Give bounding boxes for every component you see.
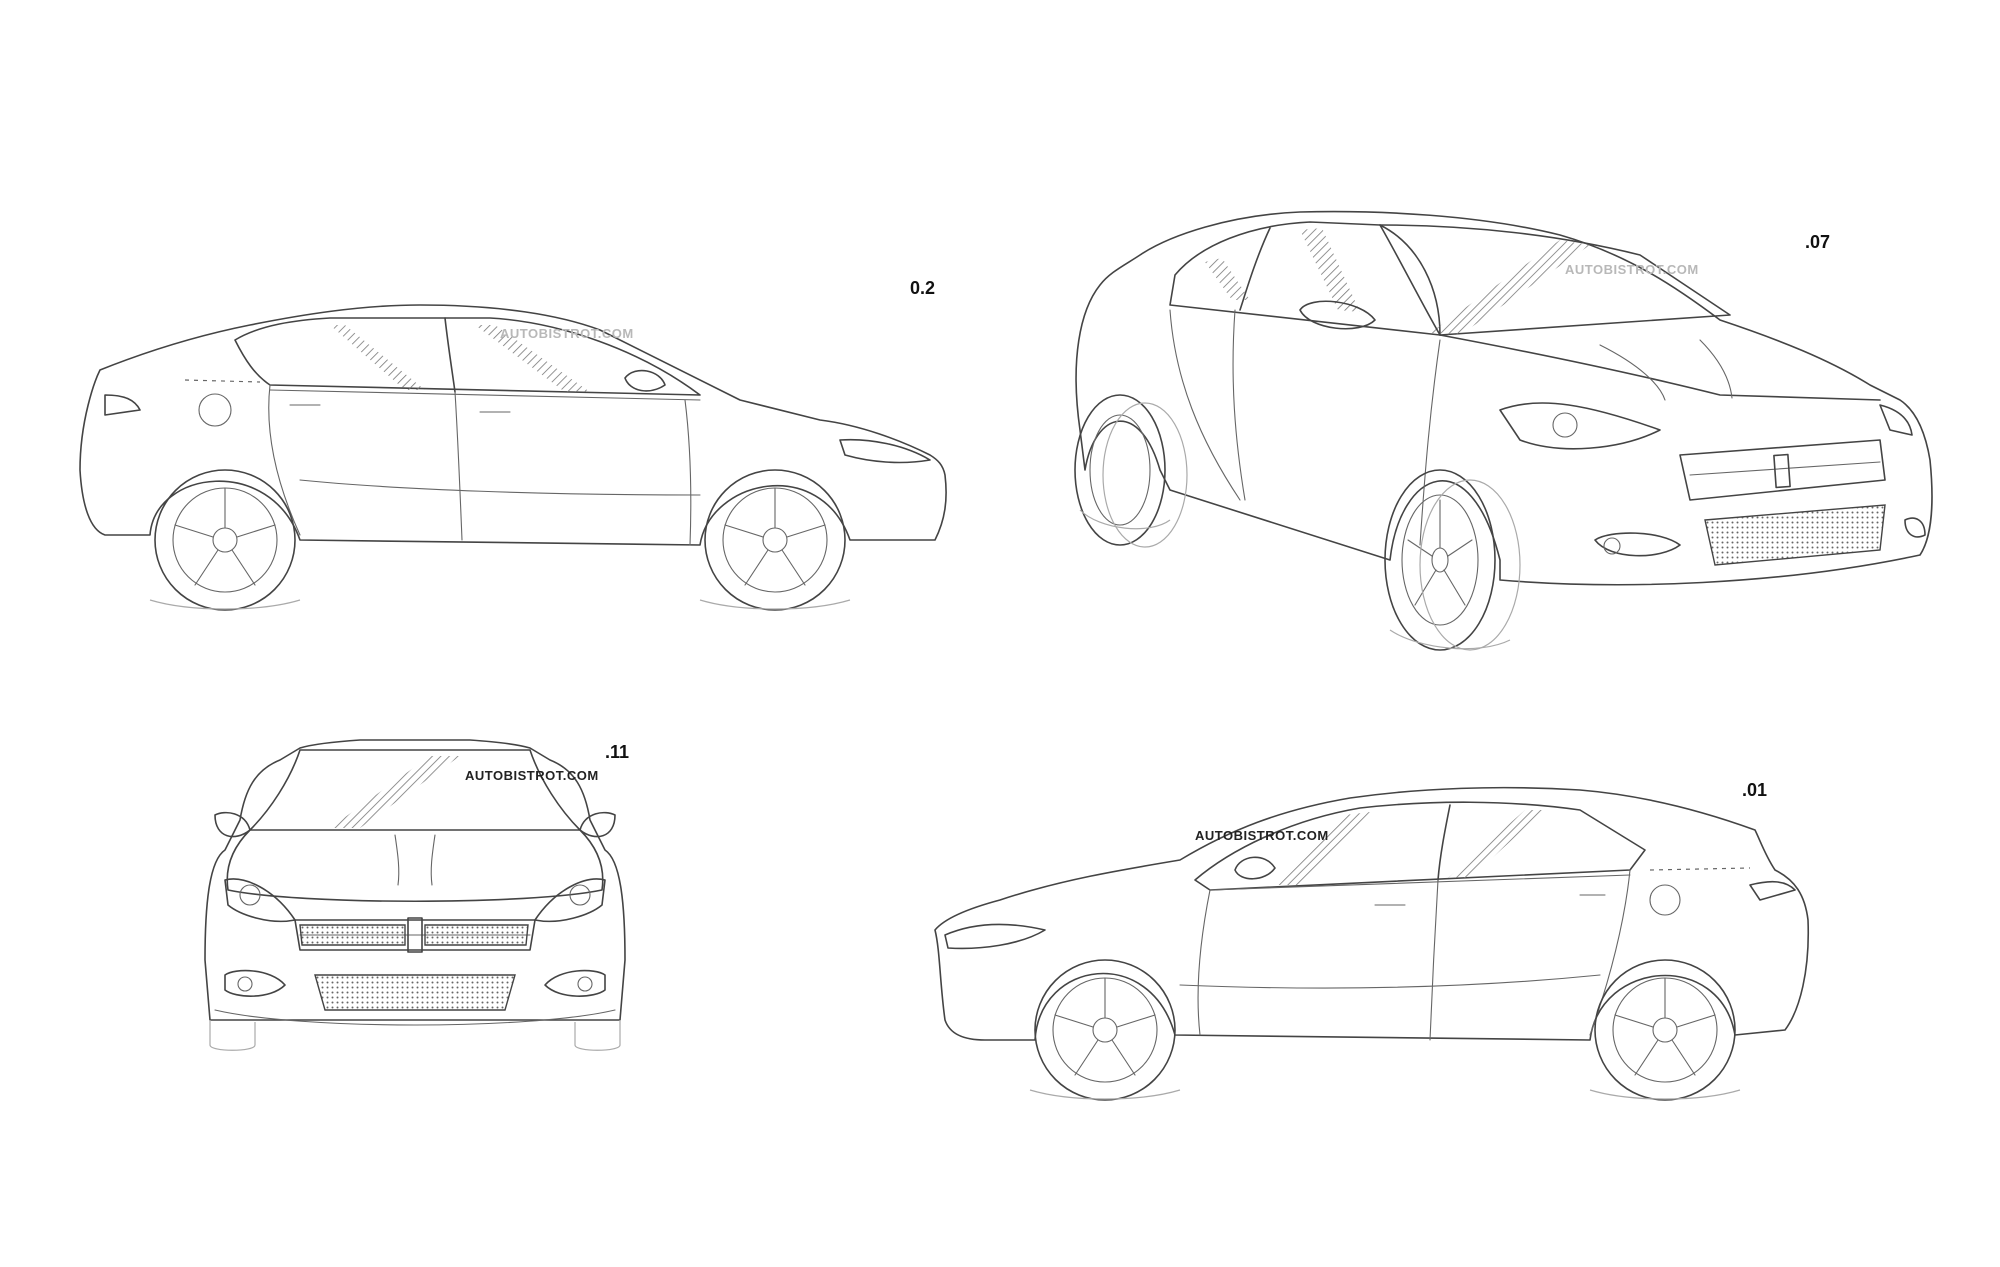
watermark-figure-07: AUTOBISTROT.COM [1565, 262, 1699, 277]
car-side-view-left-facing [934, 786, 1810, 1101]
car-side-view-right-facing [79, 304, 947, 611]
figure-number-07: .07 [1805, 232, 1831, 252]
watermark-figure-01: AUTOBISTROT.COM [1195, 828, 1329, 843]
watermark-figure-11: AUTOBISTROT.COM [465, 768, 599, 783]
car-front-view [204, 739, 626, 1051]
figure-number-01: .01 [1742, 780, 1768, 800]
watermark-figure-0-2: AUTOBISTROT.COM [500, 326, 634, 341]
car-front-three-quarter-view [1074, 210, 1933, 651]
figure-number-11: .11 [605, 742, 630, 762]
figure-number-0-2: 0.2 [910, 278, 936, 298]
